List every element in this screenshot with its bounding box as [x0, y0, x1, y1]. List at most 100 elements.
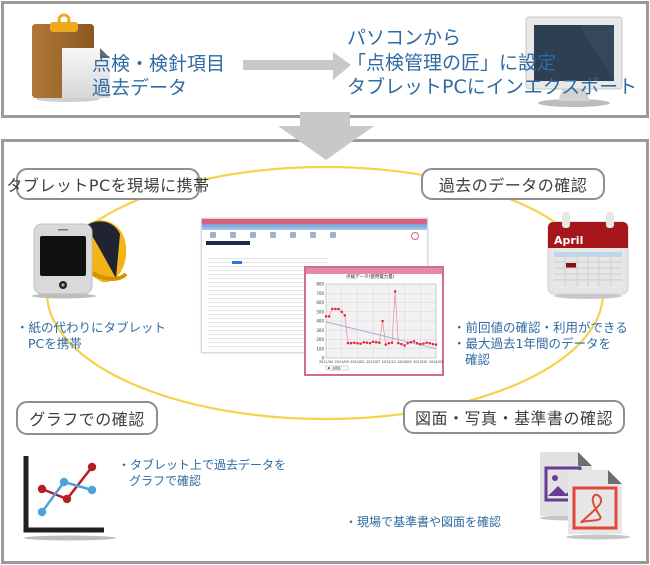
chart-window-titlebar [306, 268, 442, 274]
data-point [340, 310, 343, 313]
data-point [353, 341, 356, 344]
note-line: ・前回値の確認・利用ができる [453, 320, 628, 335]
legend-marker [328, 367, 330, 369]
y-tick-label: 800 [316, 282, 324, 287]
step-title-text: 過去のデータの確認 [438, 176, 588, 195]
data-point [409, 341, 412, 344]
data-point [362, 341, 365, 344]
data-point [390, 341, 394, 344]
window-toolbar [202, 230, 427, 240]
data-point [416, 342, 419, 345]
data-point [412, 340, 416, 343]
note-line: ・最大過去1年間のデータを [453, 336, 611, 351]
data-point [343, 314, 346, 317]
step-note-drawings: ・現場で基準書や図面を確認 [345, 514, 501, 530]
export-label-line: 「点検管理の匠」に設定 [347, 51, 557, 74]
legend-box [325, 365, 349, 371]
data-point [356, 342, 359, 345]
x-tick-label: 2011/09 [335, 360, 349, 364]
data-point [337, 307, 340, 311]
x-tick-label: 2012/12 [382, 360, 396, 364]
data-point [331, 307, 334, 311]
export-label: パソコンから 「点検管理の匠」に設定 タブレットPCにインエクスポート [347, 26, 637, 100]
source-label-line: 点検・検針項目 [92, 53, 226, 75]
step-title-past-data: 過去のデータの確認 [421, 168, 605, 200]
note-line: ・現場で基準書や図面を確認 [345, 515, 502, 529]
tablet-helmet-icon [32, 220, 128, 299]
step-title-drawings: 図面・写真・基準書の確認 [403, 400, 625, 434]
note-line: 確認 [465, 352, 491, 367]
window-titlebar [202, 219, 427, 224]
data-point [350, 342, 353, 345]
x-tick-label: 2012/07 [366, 360, 380, 364]
legend-label: 点検値 [332, 366, 341, 370]
x-tick-label: 2014/03 [429, 360, 443, 364]
x-tick-label: 2011/04 [319, 360, 333, 364]
step-note-carry-tablet: ・紙の代わりにタブレット PCを携帯 [16, 320, 166, 352]
y-tick-label: 0 [321, 356, 324, 361]
source-label-line: 過去データ [92, 77, 188, 99]
data-point [365, 341, 368, 344]
data-point [378, 341, 381, 344]
data-point [368, 342, 372, 345]
step-note-graph: ・タブレット上で過去データを グラフで確認 [118, 457, 286, 489]
step-title-text: 図面・写真・基準書の確認 [414, 409, 613, 428]
clipboard-icon [32, 13, 110, 102]
step-title-carry-tablet: タブレットPCを現場に携帯 [6, 168, 209, 200]
window-heading [206, 241, 250, 245]
data-point [334, 307, 337, 311]
step-title-text: タブレットPCを現場に携帯 [6, 176, 210, 195]
data-point [406, 342, 409, 345]
data-point [381, 319, 384, 323]
x-tick-label: 2012/02 [350, 360, 364, 364]
data-point [397, 342, 400, 345]
data-point [372, 340, 375, 343]
grid-selection [232, 261, 242, 264]
y-tick-label: 600 [316, 300, 324, 305]
data-point [400, 343, 403, 346]
data-point [419, 343, 422, 346]
data-point [387, 342, 390, 345]
step-note-past-data: ・前回値の確認・利用ができる ・最大過去1年間のデータを 確認 [453, 320, 628, 368]
data-point [428, 342, 431, 345]
x-tick-label: 2013/05 [398, 360, 412, 364]
right-arrow-icon [243, 52, 351, 80]
calendar-icon: April [547, 212, 629, 299]
data-point [422, 342, 425, 345]
step-title-graph: グラフでの確認 [16, 401, 158, 435]
data-point [425, 341, 428, 344]
data-point [431, 343, 434, 346]
y-tick-label: 300 [316, 328, 324, 333]
y-tick-label: 500 [316, 309, 324, 314]
data-point [403, 344, 406, 347]
step-title-text: グラフでの確認 [29, 410, 145, 429]
note-line: ・紙の代わりにタブレット [16, 320, 167, 335]
data-point [384, 343, 387, 346]
line-graph-icon [23, 456, 116, 541]
data-point [359, 342, 362, 345]
data-point [375, 341, 378, 344]
export-label-line: パソコンから [347, 27, 462, 49]
note-line: グラフで確認 [129, 474, 202, 488]
window-ribbon [202, 224, 427, 230]
data-point [394, 290, 397, 293]
y-tick-label: 100 [316, 346, 324, 351]
y-tick-label: 400 [316, 319, 324, 324]
note-line: ・タブレット上で過去データを [118, 458, 287, 472]
y-tick-label: 200 [316, 337, 324, 342]
documents-icon [540, 452, 630, 540]
data-point [328, 315, 331, 318]
down-arrow-icon [278, 112, 374, 160]
data-point [434, 343, 438, 346]
calendar-month: April [554, 234, 583, 247]
x-tick-label: 2013/10 [413, 360, 427, 364]
export-label-line: タブレットPCにインエクスポート [347, 76, 638, 98]
y-tick-label: 700 [316, 291, 324, 296]
chart-title: 点検データ(使用電力量) [346, 275, 395, 280]
note-line: PCを携帯 [28, 336, 82, 351]
data-point [346, 342, 350, 345]
data-point [324, 315, 328, 318]
source-data-label: 点検・検針項目 過去データ [92, 52, 225, 100]
